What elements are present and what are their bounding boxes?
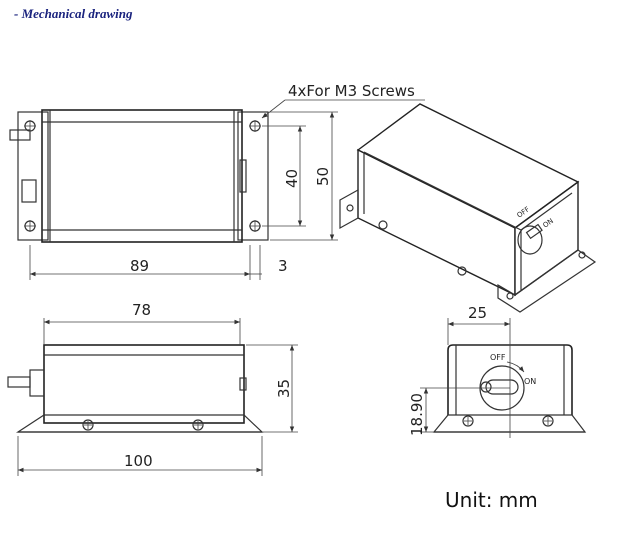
front-view: OFF ON 25 18.90 <box>408 304 587 438</box>
section-title: - Mechanical drawing <box>14 6 133 21</box>
iso-front-flange <box>497 249 597 313</box>
side-connector-pin <box>7 376 31 388</box>
dim-side-height: 35 <box>275 379 293 398</box>
dim-top-flange: 3 <box>278 257 288 275</box>
side-view: 78 35 100 <box>7 301 298 476</box>
dim-top-width: 89 <box>130 257 149 275</box>
screws-callout: 4xFor M3 Screws <box>288 82 415 100</box>
side-switch <box>239 377 247 391</box>
top-right-flange <box>237 111 269 241</box>
iso-screw-1 <box>378 220 388 230</box>
side-screws <box>82 419 204 431</box>
dim-side-total-length: 100 <box>124 452 153 470</box>
front-on-label: ON <box>524 377 536 386</box>
side-body <box>43 344 245 424</box>
top-left-flange <box>17 111 49 241</box>
dim-top-hole-spacing: 40 <box>283 169 301 188</box>
side-connector <box>29 369 45 397</box>
front-screws <box>462 415 554 427</box>
dim-side-body-length: 78 <box>132 301 151 319</box>
dim-top-height: 50 <box>314 167 332 186</box>
top-view: 4xFor M3 Screws 89 3 40 50 <box>9 82 425 280</box>
front-switch-lever <box>485 379 519 395</box>
top-body <box>41 109 243 243</box>
iso-switch <box>517 225 543 255</box>
iso-rear-flange <box>339 188 359 230</box>
unit-label: Unit: mm <box>445 488 538 512</box>
isometric-view: OFF ON <box>339 103 597 313</box>
top-switch-slot <box>239 159 247 193</box>
iso-screw-2 <box>457 266 467 276</box>
dim-front-offset: 25 <box>468 304 487 322</box>
top-screw-holes <box>24 120 261 232</box>
front-base-plate <box>432 414 587 433</box>
top-side-tab <box>21 179 37 203</box>
dim-front-axis-height: 18.90 <box>408 393 426 436</box>
top-connector <box>9 129 31 141</box>
front-off-label: OFF <box>490 353 506 362</box>
